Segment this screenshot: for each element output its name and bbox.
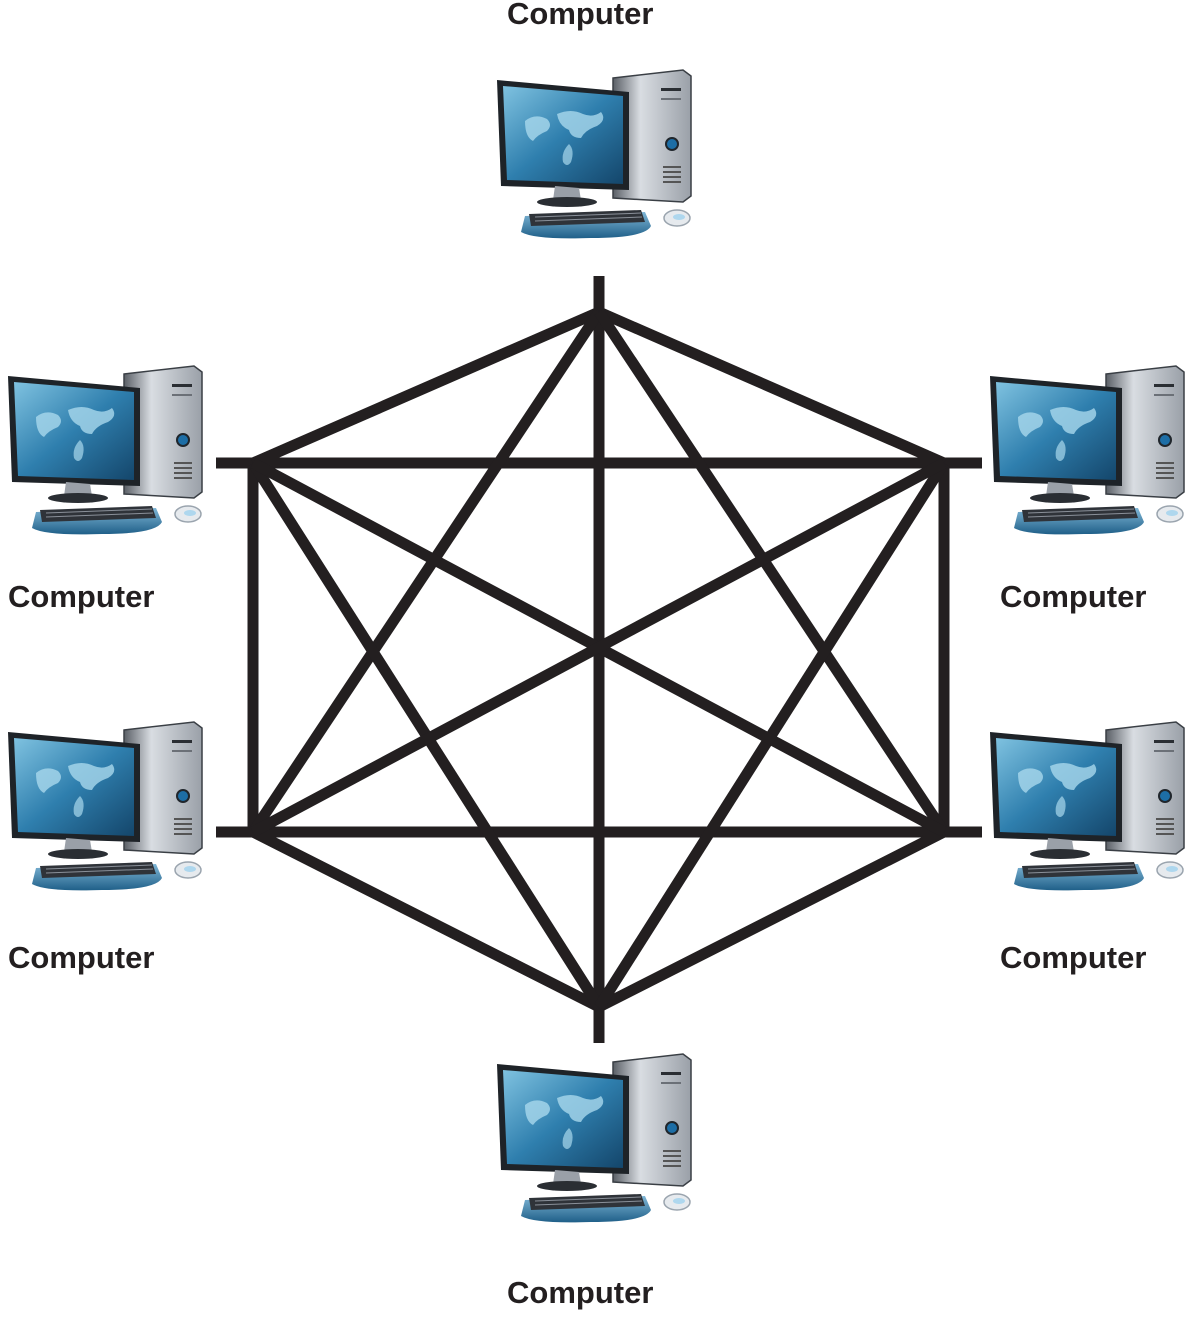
desktop-computer-icon bbox=[6, 362, 216, 552]
computer-lower-left bbox=[6, 718, 216, 908]
computer-bottom bbox=[495, 1050, 705, 1240]
computer-lower-right bbox=[988, 718, 1198, 908]
computer-upper-right bbox=[988, 362, 1198, 552]
node-label-lower-right: Computer bbox=[1000, 940, 1147, 975]
desktop-computer-icon bbox=[495, 1050, 705, 1240]
node-label-upper-left: Computer bbox=[8, 579, 155, 614]
computer-top bbox=[495, 66, 705, 256]
node-label-lower-left: Computer bbox=[8, 940, 155, 975]
link-lower-left-bottom bbox=[250, 827, 602, 1012]
link-top-lower-right bbox=[594, 308, 949, 836]
desktop-computer-icon bbox=[6, 718, 216, 908]
link-top-lower-left bbox=[248, 308, 604, 836]
node-label-top: Computer bbox=[507, 0, 654, 31]
desktop-computer-icon bbox=[988, 362, 1198, 552]
desktop-computer-icon bbox=[988, 718, 1198, 908]
computer-upper-left bbox=[6, 362, 216, 552]
link-top-upper-right bbox=[596, 306, 947, 469]
link-top-upper-left bbox=[250, 306, 602, 469]
link-lower-right-bottom bbox=[596, 827, 947, 1012]
node-label-bottom: Computer bbox=[507, 1275, 654, 1310]
link-upper-right-lower-left bbox=[250, 458, 947, 837]
desktop-computer-icon bbox=[495, 66, 705, 256]
node-label-upper-right: Computer bbox=[1000, 579, 1147, 614]
